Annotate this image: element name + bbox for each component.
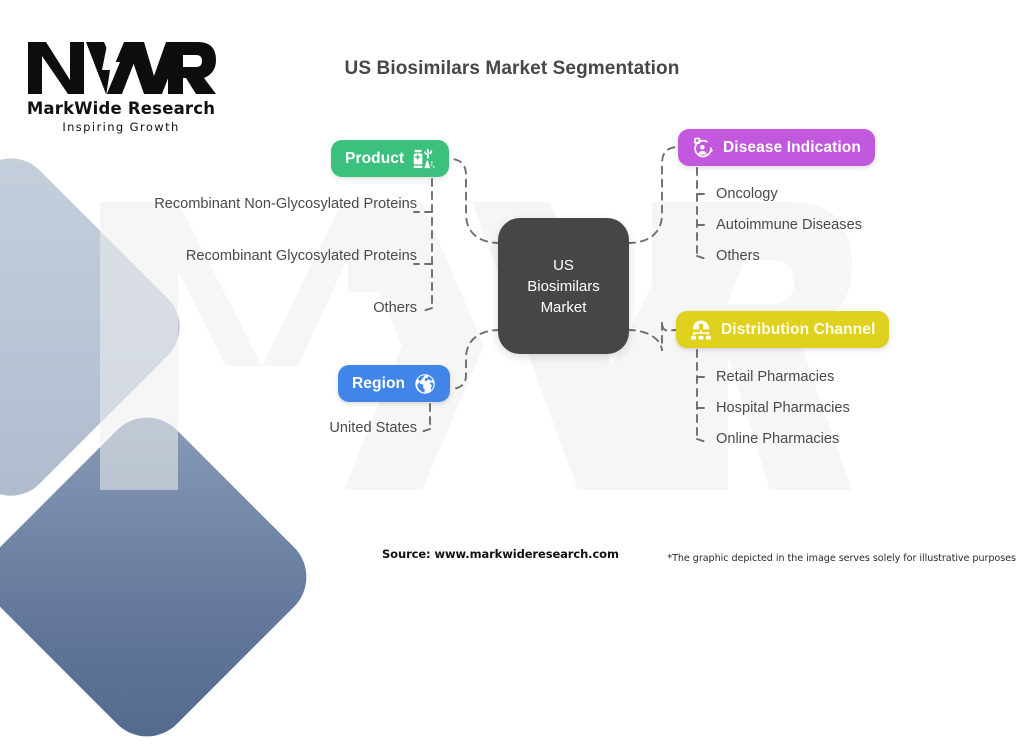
center-node-label: US Biosimilars Market: [527, 255, 600, 318]
branch-label-region: Region: [352, 374, 406, 392]
center-node: US Biosimilars Market: [498, 218, 629, 354]
center-line-3: Market: [540, 298, 587, 316]
globe-icon: [415, 373, 435, 394]
mwr-monogram-icon: [28, 40, 216, 96]
leaf-label: Retail Pharmacies: [716, 369, 835, 385]
branch-badge-region[interactable]: Region: [338, 365, 451, 402]
brand-logo: MarkWide Research Inspiring Growth: [26, 36, 216, 134]
center-line-2: Biosimilars: [527, 277, 600, 295]
branch-label-product: Product: [345, 149, 405, 167]
infographic-canvas: MarkWide Research Inspiring Growth US Bi…: [0, 36, 1016, 754]
branch-badge-disease-indication[interactable]: Disease Indication: [678, 129, 875, 166]
distribution-network-icon: [691, 319, 711, 340]
medicine-bottle-icon: [413, 148, 435, 168]
leaf-label: Recombinant Non-Glycosylated Proteins: [154, 196, 417, 212]
brand-name: MarkWide Research: [26, 99, 216, 118]
brand-tagline: Inspiring Growth: [62, 120, 180, 134]
leaf-label: Others: [373, 300, 417, 316]
center-line-1: US: [553, 256, 574, 274]
branch-label-disease-indication: Disease Indication: [723, 138, 861, 156]
source-note: Source: www.markwideresearch.com: [382, 547, 619, 561]
leaf-label: Online Pharmacies: [716, 431, 840, 447]
page-title: US Biosimilars Market Segmentation: [344, 58, 680, 79]
connector-lines: [413, 146, 710, 444]
disclaimer-note: *The graphic depicted in the image serve…: [667, 553, 1016, 564]
branch-badge-product[interactable]: Product: [331, 140, 450, 177]
patient-profile-icon: [694, 137, 713, 157]
leaf-label: Hospital Pharmacies: [716, 400, 850, 416]
leaf-label: Recombinant Glycosylated Proteins: [185, 248, 417, 264]
leaf-label: Oncology: [716, 186, 778, 202]
branch-badge-distribution-channel[interactable]: Distribution Channel: [676, 311, 890, 348]
leaf-label: United States: [329, 420, 417, 436]
leaf-label: Others: [716, 248, 760, 264]
leaf-label: Autoimmune Diseases: [716, 217, 863, 233]
branch-label-distribution-channel: Distribution Channel: [721, 320, 876, 338]
